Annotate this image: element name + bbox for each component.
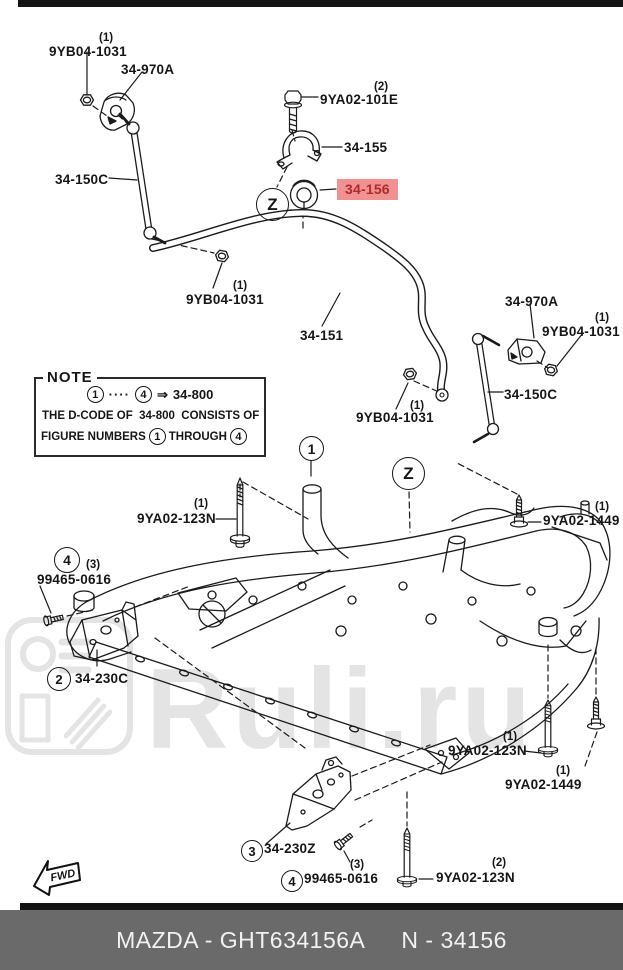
qty-99465-0616-left: (3)	[86, 559, 101, 571]
subframe-crossmember	[66, 484, 611, 775]
watermark-logo	[5, 617, 133, 755]
note-formula-row: 1 ···· 4 ⇒ 34-800	[36, 386, 264, 403]
qty-9yb04-1031-tl: (1)	[99, 32, 114, 44]
screw-9ya02-123n-mid	[537, 699, 559, 758]
part-label-99465-0616-left: 99465-0616	[37, 572, 112, 587]
part-label-34-150c-right: 34-150C	[504, 387, 558, 402]
part-label-9ya02-101e: 9YA02-101E	[320, 92, 399, 107]
part-label-34-155: 34-155	[344, 140, 388, 155]
part-label-34-230c: 34-230C	[75, 671, 129, 686]
top-border-bar	[18, 0, 623, 7]
bolt-9ya02-101e	[283, 90, 303, 134]
part-label-9ya02-123n-lower: 9YA02-123N	[436, 870, 515, 885]
part-label-34-970a-left: 34-970A	[121, 62, 175, 77]
footer-border-bar	[20, 903, 623, 910]
bracket-34-230c	[69, 601, 139, 661]
bushing-34-156	[289, 179, 319, 210]
part-label-9ya02-1449-lower: 9YA02-1449	[505, 777, 582, 792]
note-code: 34-800	[172, 387, 214, 402]
footer-brand-code: MAZDA - GHT634156A	[116, 926, 366, 953]
nut-9yb04-1031-mid-right	[402, 367, 418, 381]
footer-part-number: N - 34156	[401, 926, 507, 953]
qty-9ya02-123n-upper: (1)	[194, 498, 209, 510]
view-z-callout-bottom: Z	[392, 457, 425, 490]
view-z-callout-top: Z	[256, 188, 289, 221]
note-line3-prefix: FIGURE NUMBERS	[41, 430, 146, 443]
note-box: NOTE 1 ···· 4 ⇒ 34-800 THE D-CODE OF 34-…	[34, 369, 266, 457]
part-label-9yb04-1031-r: 9YB04-1031	[542, 324, 620, 339]
part-label-34-151: 34-151	[300, 328, 344, 343]
figure-4-icon: 4	[134, 386, 152, 403]
qty-9ya02-123n-lower: (2)	[492, 857, 507, 869]
qty-9yb04-1031-ml: (1)	[233, 280, 248, 292]
bracket-34-970a-left	[99, 92, 135, 131]
part-label-9yb04-1031-ml: 9YB04-1031	[186, 292, 264, 307]
note-title: NOTE	[43, 369, 97, 386]
fwd-label: FWD	[49, 867, 76, 884]
qty-9ya02-1449-upper: (1)	[595, 501, 610, 513]
part-label-99465-0616-bottom: 99465-0616	[304, 871, 379, 886]
stabilizer-link-left-34-150c	[118, 112, 167, 245]
part-label-34-150c-left: 34-150C	[55, 172, 109, 187]
screw-9ya02-123n-lower	[396, 827, 418, 888]
note-dots: ····	[108, 387, 130, 402]
qty-99465-0616-bottom: (3)	[350, 859, 365, 871]
figure-1-icon: 1	[148, 428, 166, 445]
part-label-34-970a-right: 34-970A	[505, 294, 559, 309]
nut-9yb04-1031-mid-left	[214, 249, 230, 263]
footer-bar: MAZDA - GHT634156A N - 34156	[0, 910, 623, 970]
note-line3-mid: THROUGH	[168, 430, 227, 443]
qty-9ya02-101e: (2)	[374, 81, 389, 93]
qty-9yb04-1031-mr: (1)	[410, 400, 425, 412]
part-label-9ya02-1449-upper: 9YA02-1449	[543, 513, 620, 528]
nut-9yb04-1031-top-left	[79, 94, 95, 106]
bolt-9ya02-1449-lower	[586, 696, 606, 730]
leader-lines	[39, 51, 584, 880]
part-label-9ya02-123n-mid: 9YA02-123N	[448, 743, 527, 758]
figure-1-callout: 1	[299, 436, 324, 461]
bracket-34-970a-right	[507, 338, 546, 365]
watermark-text: Ruli.ru	[146, 646, 535, 773]
part-label-34-156-highlighted: 34-156	[337, 179, 398, 200]
clamp-34-155	[276, 130, 322, 170]
part-label-9yb04-1031-mr: 9YB04-1031	[356, 410, 434, 425]
part-label-9yb04-1031-tl: 9YB04-1031	[49, 44, 127, 59]
note-line3: FIGURE NUMBERS 1 THROUGH 4	[41, 428, 247, 445]
note-line2: THE D-CODE OF 34-800 CONSISTS OF	[42, 410, 260, 422]
part-label-9ya02-123n-upper: 9YA02-123N	[137, 511, 216, 526]
nut-9yb04-1031-right	[542, 362, 560, 378]
figure-1-icon: 1	[86, 386, 104, 403]
figure-4-callout-left: 4	[54, 547, 80, 573]
figure-4-icon: 4	[229, 428, 247, 445]
figure-2-callout: 2	[47, 667, 71, 691]
qty-9ya02-123n-mid: (1)	[503, 731, 518, 743]
qty-9ya02-1449-lower: (1)	[556, 765, 571, 777]
figure-3-callout: 3	[241, 840, 263, 862]
figure-4-callout-bottom: 4	[281, 870, 303, 892]
bracket-34-230z	[285, 756, 352, 831]
note-arrow-icon: ⇒	[156, 386, 168, 402]
screw-9ya02-123n-upper	[229, 477, 251, 548]
bolt-99465-0616-bottom	[332, 830, 355, 852]
stabilizer-link-right-34-150c	[471, 332, 501, 444]
bolt-9ya02-1449-upper	[509, 494, 529, 528]
part-label-34-230z: 34-230Z	[264, 841, 316, 856]
qty-9yb04-1031-r: (1)	[595, 312, 610, 324]
fwd-arrow: FWD	[33, 860, 81, 896]
